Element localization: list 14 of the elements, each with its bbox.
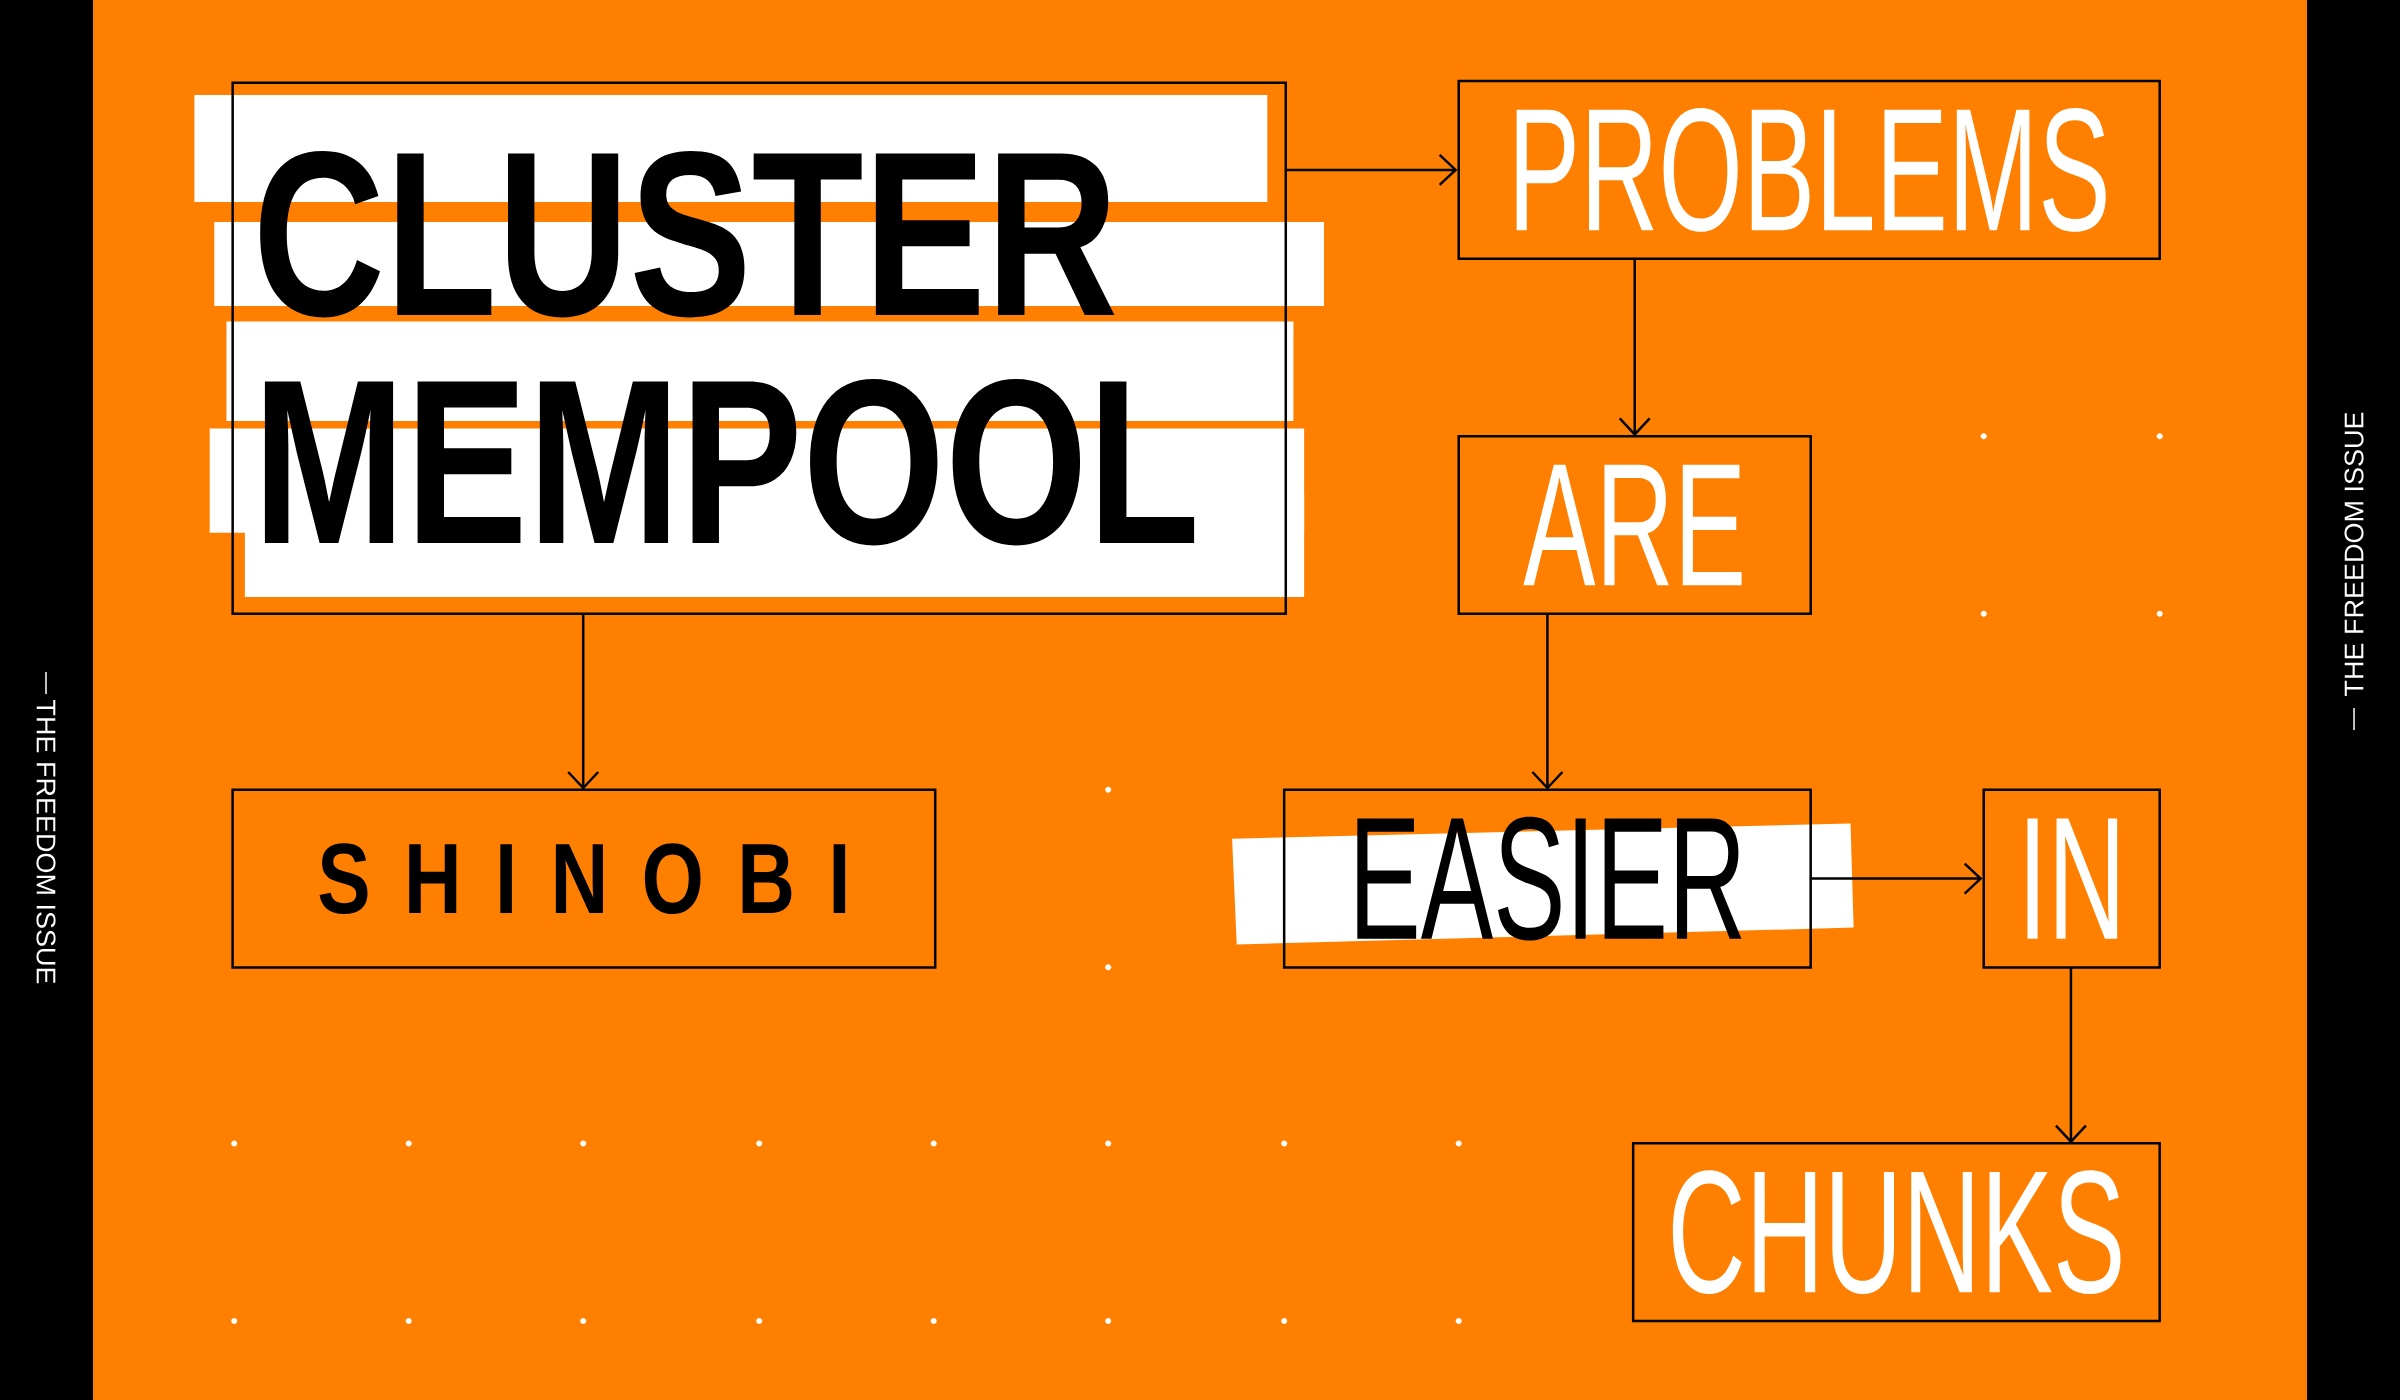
word-box: EASIER (1232, 788, 1854, 969)
arrow (1531, 613, 1564, 790)
word-box: PROBLEMS (1457, 79, 2161, 260)
issue-title: THE FREEDOM ISSUE (2344, 412, 2364, 696)
word-box: IN (1982, 788, 2161, 969)
arrow (567, 613, 600, 790)
word-box: CHUNKS (1631, 1142, 2161, 1323)
arrow (1287, 154, 1458, 186)
arrow (1811, 862, 1983, 895)
author-box: S H I N O B I (231, 788, 937, 969)
issue-title: THE FREEDOM ISSUE (36, 700, 56, 984)
arrow (2055, 967, 2087, 1144)
word-box: ARE (1457, 434, 1812, 616)
arrow (1618, 258, 1651, 437)
